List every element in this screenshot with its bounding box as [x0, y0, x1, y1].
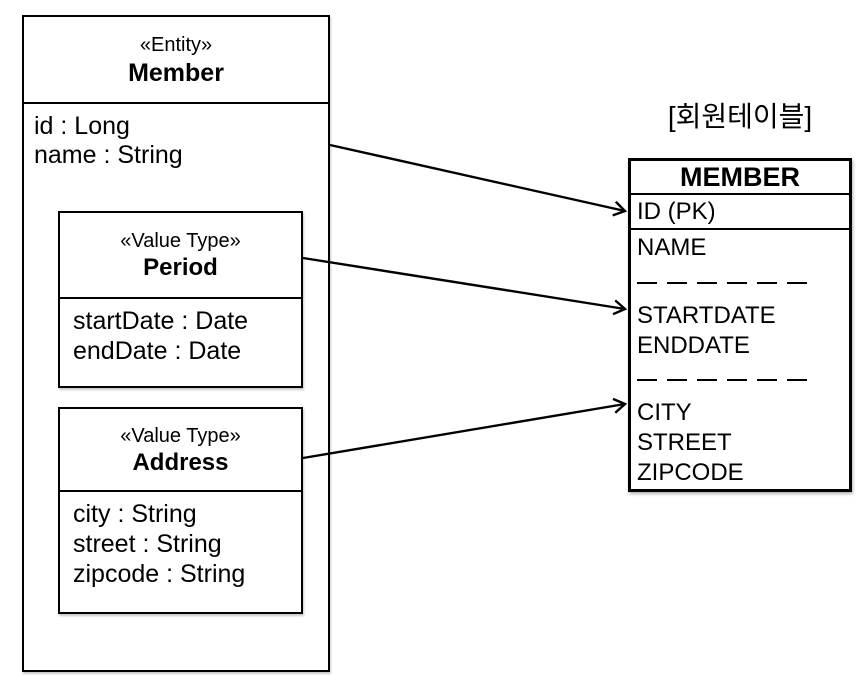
column-group-separator [637, 361, 849, 398]
dashed-separator-line [637, 378, 809, 381]
address-field-street: street : String [73, 530, 222, 558]
arrow-period-to-startdate [302, 256, 628, 316]
address-valuetype-box: «Value Type» Address city : String stree… [58, 407, 303, 614]
db-table-name: MEMBER [631, 161, 849, 195]
address-field-city: city : String [73, 500, 197, 528]
period-valuetype-box: «Value Type» Period startDate : Date end… [58, 211, 303, 388]
member-db-table: MEMBER ID (PK) NAME STARTDATE ENDDATE CI… [628, 158, 852, 492]
arrow-address-to-city [302, 397, 628, 460]
entity-stereotype: «Entity» [139, 33, 213, 56]
address-name: Address [132, 448, 229, 476]
db-column-zipcode: ZIPCODE [637, 459, 744, 486]
address-header: «Value Type» Address [60, 409, 301, 492]
period-stereotype: «Value Type» [120, 230, 241, 252]
period-name: Period [143, 254, 218, 281]
db-table-body: NAME STARTDATE ENDDATE CITY STREET ZIPCO… [631, 230, 849, 489]
member-entity-fields: id : Long name : String [24, 104, 328, 170]
period-header: «Value Type» Period [60, 213, 301, 299]
table-caption: [회원테이블] [667, 101, 813, 132]
address-fields: city : String street : String zipcode : … [60, 492, 301, 589]
address-field-zipcode: zipcode : String [73, 560, 246, 588]
column-group-separator [637, 264, 849, 301]
entity-field-id: id : Long [34, 112, 130, 140]
period-field-enddate: endDate : Date [73, 337, 242, 365]
db-column-name: NAME [637, 234, 707, 261]
db-column-street: STREET [637, 429, 732, 456]
db-column-enddate: ENDDATE [637, 332, 750, 359]
address-stereotype: «Value Type» [120, 424, 241, 447]
db-column-startdate: STARTDATE [637, 302, 776, 329]
dashed-separator-line [637, 281, 809, 284]
period-fields: startDate : Date endDate : Date [60, 299, 301, 366]
period-field-startdate: startDate : Date [73, 307, 249, 335]
entity-name: Member [128, 58, 224, 87]
entity-field-name: name : String [34, 141, 183, 169]
db-pk-row: ID (PK) [631, 195, 849, 230]
db-column-city: CITY [637, 399, 692, 426]
arrow-member-to-id [329, 143, 628, 217]
member-entity-header: «Entity» Member [24, 17, 328, 104]
